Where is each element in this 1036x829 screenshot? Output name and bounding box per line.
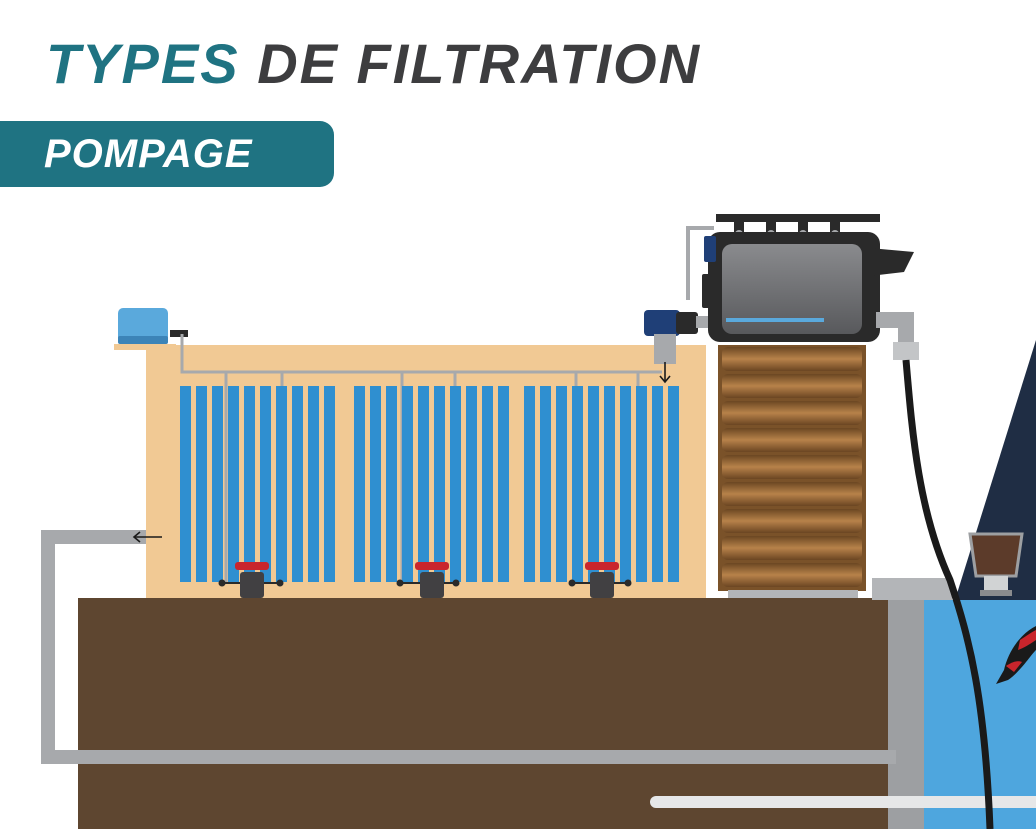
water-pump-icon [644, 310, 720, 364]
koi-fish-icon [996, 626, 1036, 684]
overflow-pipe [876, 312, 919, 360]
suction-hose [902, 359, 994, 829]
ground-soil [78, 598, 898, 829]
brush-group-3 [524, 386, 679, 582]
valve-icon [218, 562, 284, 598]
return-pipe [41, 530, 896, 764]
drum-filter [686, 214, 914, 342]
valve-icon [396, 562, 460, 598]
brush-group-1 [180, 386, 335, 582]
flow-arrow-icon [132, 531, 162, 543]
title-highlight: TYPES [46, 32, 240, 95]
section-badge: POMPAGE [0, 121, 334, 187]
air-pump-icon [118, 308, 188, 344]
page-title: TYPES DE FILTRATION [46, 30, 701, 98]
skimmer-icon [968, 532, 1024, 596]
valve-icon [568, 562, 632, 598]
pond-wall [888, 598, 924, 829]
air-pump-shelf [114, 344, 176, 350]
brush-group-2 [354, 386, 509, 582]
section-badge-label: POMPAGE [44, 132, 253, 176]
title-rest: DE FILTRATION [257, 32, 702, 95]
flow-arrow-icon [659, 362, 671, 384]
pond-rim [872, 578, 952, 600]
wood-support [718, 345, 866, 598]
